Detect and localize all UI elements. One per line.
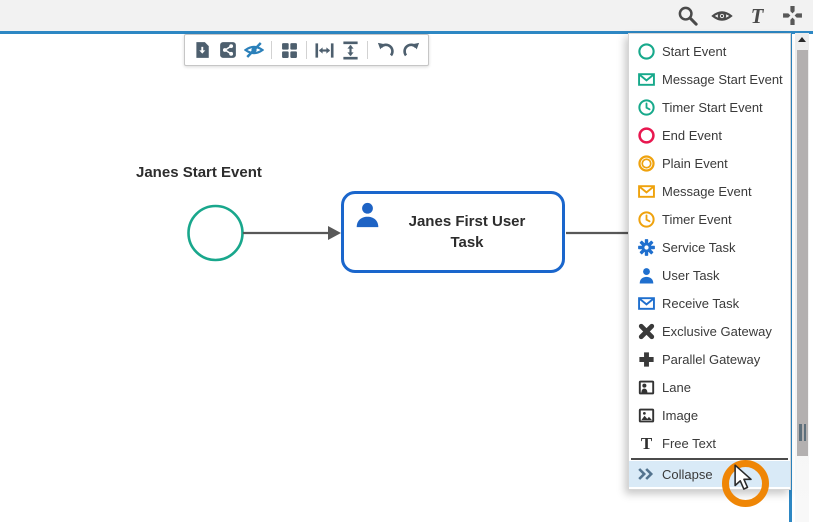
palette-item-label: Receive Task: [662, 295, 740, 311]
palette-item-service-task[interactable]: Service Task: [629, 233, 790, 261]
start-event-icon: [636, 42, 656, 60]
palette-item-label: Exclusive Gateway: [662, 323, 772, 339]
start-event-shape[interactable]: [187, 204, 244, 262]
palette-item-image[interactable]: Image: [629, 401, 790, 429]
hide-button[interactable]: [241, 37, 267, 63]
grid-icon: [281, 42, 297, 58]
palette-item-label: End Event: [662, 127, 722, 143]
user-task-marker-icon: [356, 202, 379, 228]
share-icon: [220, 42, 236, 58]
share-button[interactable]: [215, 37, 241, 63]
palette-item-parallel-gateway[interactable]: Parallel Gateway: [629, 345, 790, 373]
undo-icon: [377, 42, 394, 56]
palette-item-label: Service Task: [662, 239, 736, 255]
palette-item-plain-event[interactable]: Plain Event: [629, 149, 790, 177]
scroll-up-arrow-icon: [798, 37, 806, 42]
palette-item-user-task[interactable]: User Task: [629, 261, 790, 289]
palette-item-label: Message Start Event: [662, 71, 783, 87]
user-task-label: Janes First User Task: [408, 213, 526, 251]
message-event-icon: [636, 182, 656, 200]
redo-icon: [402, 42, 419, 56]
palette-item-label: Timer Start Event: [662, 99, 763, 115]
palette-item-label: Message Event: [662, 183, 752, 199]
redo-button[interactable]: [398, 37, 424, 63]
palette-item-message-start-event[interactable]: Message Start Event: [629, 65, 790, 93]
palette-item-start-event[interactable]: Start Event: [629, 37, 790, 65]
toolbar-separator: [271, 41, 272, 59]
message-start-event-icon: [636, 70, 656, 88]
palette-item-label: Start Event: [662, 43, 727, 59]
visibility-button[interactable]: [709, 3, 735, 29]
palette-item-end-event[interactable]: End Event: [629, 121, 790, 149]
text-tool-icon: T: [751, 5, 765, 26]
palette-item-collapse[interactable]: Collapse: [629, 461, 790, 487]
image-icon: [636, 406, 656, 424]
palette-item-label: Lane: [662, 379, 691, 395]
move-cluster-icon: [782, 6, 802, 25]
splitter-grip-icon: [799, 424, 806, 441]
parallel-gateway-icon: [636, 350, 656, 368]
fit-height-icon: [342, 40, 358, 60]
palette-item-label: Collapse: [662, 466, 713, 482]
toolbar-separator: [306, 41, 307, 59]
start-event-label: Janes Start Event: [136, 164, 262, 181]
palette-item-label: User Task: [662, 267, 720, 283]
palette-item-label: Image: [662, 407, 699, 423]
plain-event-icon: [636, 154, 656, 172]
palette-divider: [631, 458, 788, 460]
canvas-toolbar: [184, 34, 429, 66]
palette-item-label: Parallel Gateway: [662, 351, 761, 367]
palette-item-label: Plain Event: [662, 155, 728, 171]
scrollbar-thumb[interactable]: [797, 50, 808, 456]
scroll-up-button[interactable]: [797, 36, 807, 45]
search-icon: [678, 6, 698, 26]
user-task-icon: [636, 266, 656, 284]
palette-item-timer-start-event[interactable]: Timer Start Event: [629, 93, 790, 121]
eye-icon: [711, 10, 733, 21]
palette-item-label: Free Text: [662, 435, 716, 451]
timer-event-icon: [636, 210, 656, 228]
shape-palette: Start Event Message Start Event Timer St…: [628, 33, 791, 490]
service-task-icon: [636, 238, 656, 256]
palette-item-timer-event[interactable]: Timer Event: [629, 205, 790, 233]
free-text-icon: T: [636, 434, 656, 452]
palette-item-receive-task[interactable]: Receive Task: [629, 289, 790, 317]
palette-item-message-event[interactable]: Message Event: [629, 177, 790, 205]
user-task-shape[interactable]: Janes First User Task: [341, 191, 565, 273]
collapse-icon: [636, 465, 656, 483]
fit-width-icon: [314, 42, 334, 58]
move-cluster-button[interactable]: [779, 3, 805, 29]
canvas-top-border: [0, 31, 813, 34]
eye-off-icon: [244, 42, 264, 58]
fit-height-button[interactable]: [337, 37, 363, 63]
text-tool-button[interactable]: T: [744, 3, 770, 29]
export-button[interactable]: [189, 37, 215, 63]
undo-button[interactable]: [372, 37, 398, 63]
palette-item-lane[interactable]: Lane: [629, 373, 790, 401]
palette-item-label: Timer Event: [662, 211, 732, 227]
grid-layout-button[interactable]: [276, 37, 302, 63]
export-file-icon: [196, 42, 209, 58]
receive-task-icon: [636, 294, 656, 312]
top-toolbar: T: [0, 0, 813, 31]
palette-item-exclusive-gateway[interactable]: Exclusive Gateway: [629, 317, 790, 345]
end-event-icon: [636, 126, 656, 144]
exclusive-gateway-icon: [636, 322, 656, 340]
palette-item-free-text[interactable]: T Free Text: [629, 429, 790, 457]
fit-width-button[interactable]: [311, 37, 337, 63]
svg-text:T: T: [640, 435, 652, 452]
svg-text:T: T: [751, 5, 765, 26]
toolbar-separator: [367, 41, 368, 59]
vertical-scrollbar[interactable]: [795, 33, 809, 522]
lane-icon: [636, 378, 656, 396]
timer-start-event-icon: [636, 98, 656, 116]
search-button[interactable]: [674, 3, 700, 29]
